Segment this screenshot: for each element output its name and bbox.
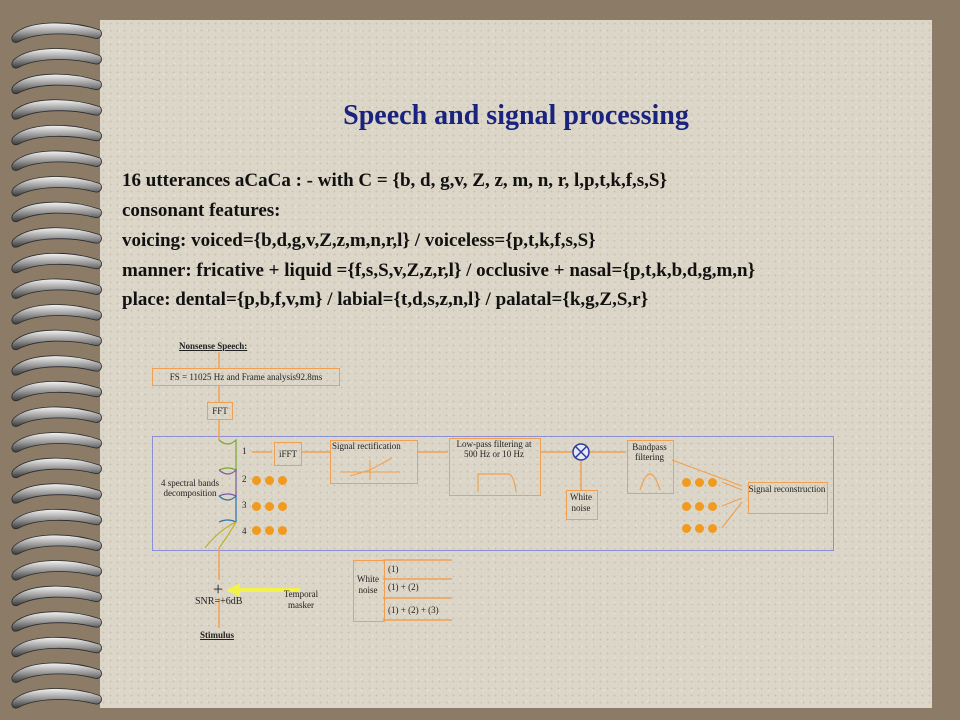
binding-ring bbox=[11, 585, 102, 606]
band-number-2: 2 bbox=[242, 474, 247, 484]
output-dot bbox=[708, 524, 717, 533]
binding-ring bbox=[11, 637, 102, 658]
utterances-line: 16 utterances aCaCa : - with C = {b, d, … bbox=[122, 170, 667, 191]
band-dot bbox=[252, 502, 261, 511]
binding-ring bbox=[11, 483, 102, 504]
stimulus-label: Stimulus bbox=[200, 630, 235, 640]
plus-symbol: + bbox=[213, 579, 224, 599]
manner-line: manner: fricative + liquid ={f,s,S,v,Z,z… bbox=[122, 260, 756, 281]
reconstruction-label: Signal reconstruction bbox=[748, 484, 826, 494]
output-dot bbox=[682, 524, 691, 533]
output-dot bbox=[682, 478, 691, 487]
binding-ring bbox=[11, 611, 102, 632]
band-dot bbox=[252, 526, 261, 535]
bands-label: 4 spectral bands decomposition bbox=[161, 478, 219, 498]
masker-option-3: (1) + (2) + (3) bbox=[388, 605, 439, 615]
masker-noise-box bbox=[353, 560, 385, 622]
output-dot bbox=[695, 524, 704, 533]
masker-noise-label: White noise bbox=[357, 574, 379, 595]
rectification-box bbox=[330, 440, 418, 484]
binding-ring bbox=[11, 278, 102, 299]
output-dot bbox=[695, 502, 704, 511]
band-dot bbox=[265, 526, 274, 535]
slide-title: Speech and signal processing bbox=[343, 100, 689, 131]
rectification-label: Signal rectification bbox=[332, 441, 401, 451]
binding-ring bbox=[11, 432, 102, 453]
processing-region bbox=[152, 436, 834, 551]
binding-ring bbox=[11, 125, 102, 146]
band-number-4: 4 bbox=[242, 526, 247, 536]
binding-ring bbox=[11, 406, 102, 427]
binding-ring bbox=[11, 253, 102, 274]
bandpass-box bbox=[627, 440, 674, 494]
band-dot bbox=[278, 476, 287, 485]
lowpass-label: Low-pass filtering at 500 Hz or 10 Hz bbox=[456, 439, 532, 459]
binding-ring bbox=[11, 457, 102, 478]
binding-ring bbox=[11, 99, 102, 120]
binding-ring bbox=[11, 48, 102, 69]
voicing-line: voicing: voiced={b,d,g,v,Z,z,m,n,r,l} / … bbox=[122, 230, 596, 251]
masker-option-2: (1) + (2) bbox=[388, 582, 419, 592]
band-dot bbox=[265, 476, 274, 485]
binding-ring bbox=[11, 662, 102, 683]
bandpass-label: Bandpass filtering bbox=[632, 442, 667, 462]
temporal-masker-label: Temporal masker bbox=[283, 589, 319, 610]
masker-option-1: (1) bbox=[388, 564, 399, 574]
band-dot bbox=[265, 502, 274, 511]
binding-ring bbox=[11, 560, 102, 581]
spiral-binding bbox=[11, 22, 102, 709]
binding-ring bbox=[11, 176, 102, 197]
place-line: place: dental={p,b,f,v,m} / labial={t,d,… bbox=[122, 289, 649, 310]
output-dot bbox=[695, 478, 704, 487]
binding-ring bbox=[11, 688, 102, 709]
white-noise-box bbox=[566, 490, 598, 520]
band-number-1: 1 bbox=[242, 446, 247, 456]
snr-label: SNR=+6dB bbox=[195, 596, 243, 607]
binding-ring bbox=[11, 329, 102, 350]
binding-ring bbox=[11, 381, 102, 402]
nonsense-speech-label: Nonsense Speech: bbox=[179, 341, 248, 351]
band-number-3: 3 bbox=[242, 500, 247, 510]
band-dot bbox=[278, 526, 287, 535]
binding-ring bbox=[11, 355, 102, 376]
binding-ring bbox=[11, 73, 102, 94]
output-dot bbox=[682, 502, 691, 511]
white-noise-label: White noise bbox=[570, 492, 592, 513]
binding-ring bbox=[11, 509, 102, 530]
binding-ring bbox=[11, 227, 102, 248]
band-dot bbox=[278, 502, 287, 511]
binding-ring bbox=[11, 534, 102, 555]
fft-box: FFT bbox=[207, 402, 233, 420]
paper-sheet bbox=[100, 20, 932, 708]
reconstruction-box bbox=[748, 482, 828, 514]
binding-ring bbox=[11, 150, 102, 171]
binding-ring bbox=[11, 201, 102, 222]
fs-frame-box: FS = 11025 Hz and Frame analysis92.8ms bbox=[152, 368, 340, 386]
binding-ring bbox=[11, 22, 102, 43]
binding-ring bbox=[11, 304, 102, 325]
output-dot bbox=[708, 478, 717, 487]
output-dot bbox=[708, 502, 717, 511]
lowpass-box bbox=[449, 438, 541, 496]
consonant-features-line: consonant features: bbox=[122, 200, 281, 221]
band-dot bbox=[252, 476, 261, 485]
ifft-box: iFFT bbox=[274, 442, 302, 466]
